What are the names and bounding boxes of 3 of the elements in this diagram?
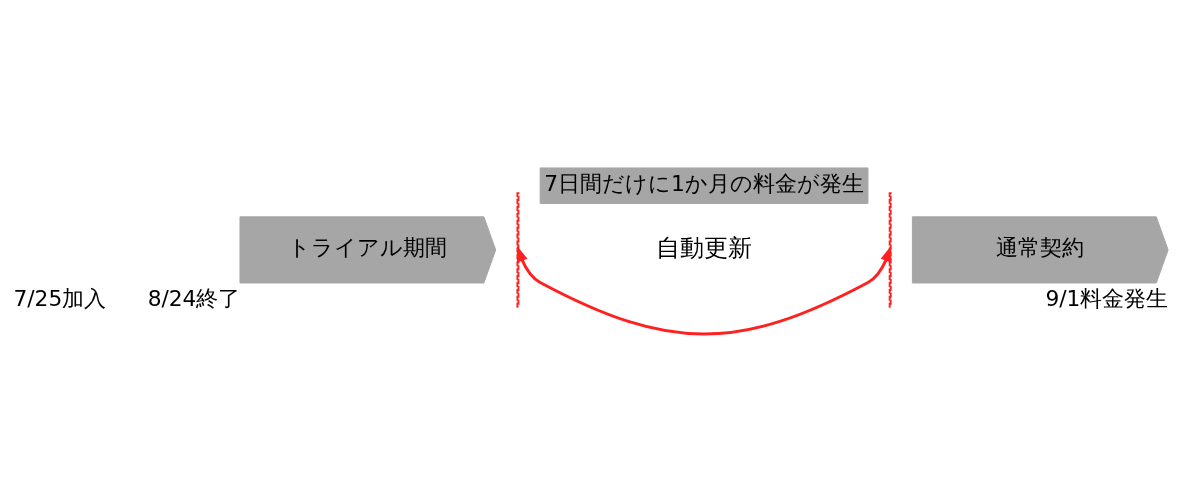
node-label: 7/25加入 8/24終了 (13, 285, 241, 311)
node-text: 自動更新 (656, 233, 753, 262)
node-label: 9/1料金発生 (1045, 285, 1169, 311)
